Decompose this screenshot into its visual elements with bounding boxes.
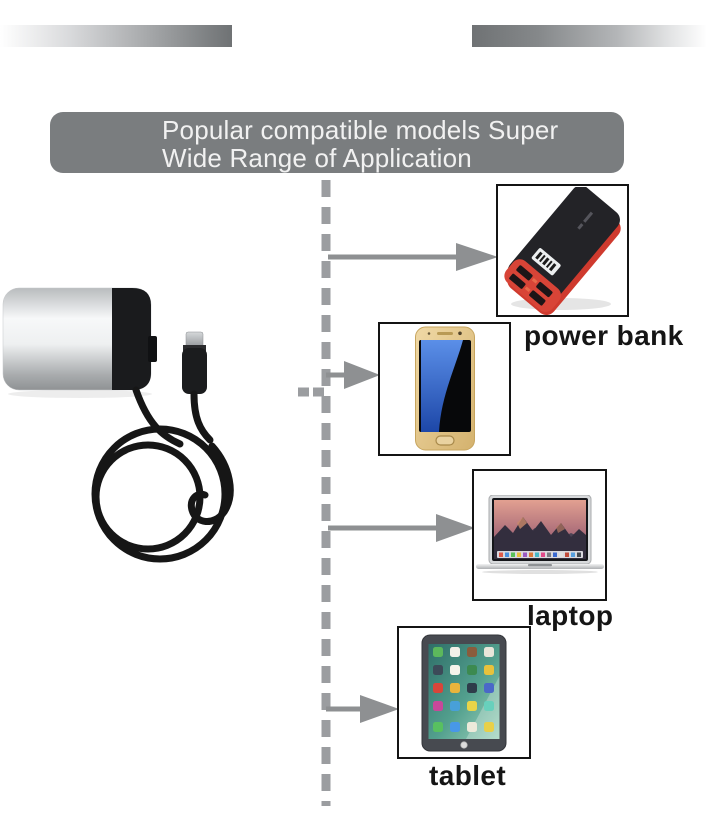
phone-box: [378, 322, 511, 456]
led-display: [531, 247, 561, 275]
tablet-label: tablet: [429, 760, 507, 791]
power-bank-usb-panel: [503, 258, 561, 312]
charger-shadow: [8, 390, 152, 398]
earpiece: [436, 332, 453, 335]
usb-c-connector: [182, 331, 207, 394]
brand-mark: [582, 211, 593, 223]
coiled-cable: [91, 386, 234, 563]
tablet-box: [397, 626, 531, 759]
charger-plug-tab: [148, 336, 157, 362]
laptop-dock: [496, 551, 583, 558]
arrow-to-laptop: [328, 514, 475, 542]
laptop-wallpaper: [493, 500, 586, 559]
wallpaper-swoosh: [420, 340, 463, 432]
banner-line-2: Wide Range of Application: [162, 143, 472, 173]
home-button: [434, 435, 455, 446]
phone-image: [414, 326, 475, 451]
laptop-image: [475, 495, 604, 574]
power-bank-label: power bank: [524, 320, 684, 351]
laptop-base: [475, 564, 604, 569]
top-left-gradient-bar: [0, 25, 232, 47]
tablet-image: [421, 634, 507, 751]
arrow-to-power-bank: [328, 243, 498, 271]
laptop-label: laptop: [527, 600, 614, 631]
power-bank-box: [496, 184, 629, 317]
laptop-box: [472, 469, 607, 601]
top-right-gradient-bar: [472, 25, 707, 47]
power-bank-image: [503, 186, 621, 315]
tablet-app-icons: [433, 646, 494, 732]
banner-line-1: Popular compatible models Super: [162, 115, 559, 145]
title-banner: Popular compatible models Super Wide Ran…: [50, 112, 624, 173]
arrow-to-phone: [326, 361, 380, 389]
tablet-home-button: [460, 740, 468, 749]
charger-cable-image: [2, 287, 234, 563]
front-camera: [427, 332, 430, 335]
usb-ports: [508, 264, 553, 305]
sensor-dot: [457, 331, 462, 336]
charger-plug-section: [112, 288, 151, 390]
arrow-to-tablet: [326, 695, 399, 723]
power-bank-body: [503, 186, 621, 315]
